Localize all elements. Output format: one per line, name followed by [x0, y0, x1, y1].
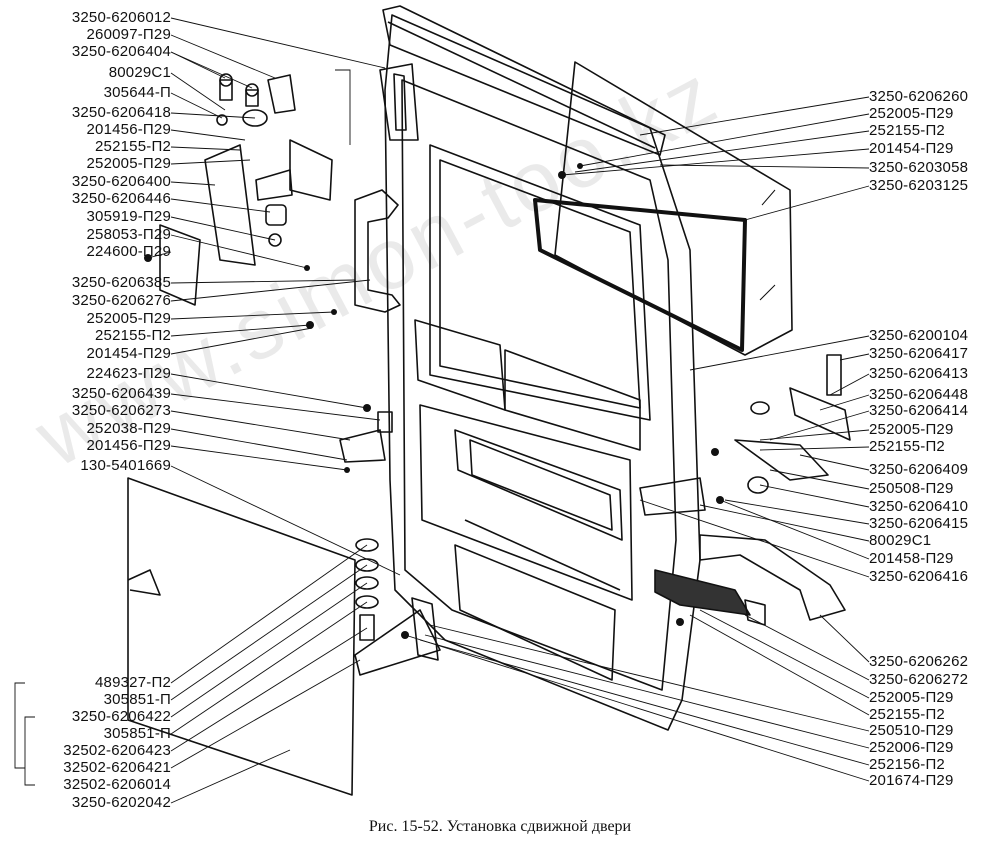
right-part-label: 252006-П29	[869, 739, 954, 756]
window-opening	[429, 144, 651, 421]
door-handle	[354, 189, 401, 313]
left-part-label: 32502-6206014	[63, 776, 171, 793]
left-part-label: 258053-П29	[86, 226, 171, 243]
left-part-label: 3250-6206273	[71, 402, 171, 419]
right-part-label: 3250-6206416	[869, 568, 969, 585]
left-part-label: 305851-П	[103, 725, 171, 742]
right-part-label: 201454-П29	[869, 140, 954, 157]
left-part-label: 260097-П29	[86, 26, 171, 43]
right-part-label: 3250-6206448	[869, 386, 969, 403]
left-part-label: 489327-П2	[95, 674, 171, 691]
inner-recess-middle	[419, 404, 633, 601]
right-part-label: 252005-П29	[869, 421, 954, 438]
right-part-label: 252005-П29	[869, 105, 954, 122]
left-part-label: 130-5401669	[80, 457, 171, 474]
lower-rail	[699, 534, 846, 621]
right-part-label: 250510-П29	[869, 722, 954, 739]
left-part-label: 32502-6206423	[63, 742, 171, 759]
right-part-label: 3250-6206260	[869, 88, 969, 105]
left-part-label: 3250-6206385	[71, 274, 171, 291]
left-part-label: 3250-6206276	[71, 292, 171, 309]
inner-recess-lower	[454, 544, 616, 681]
left-part-label: 224600-П29	[86, 243, 171, 260]
left-part-label: 224623-П29	[86, 365, 171, 382]
right-part-label: 252155-П2	[869, 706, 945, 723]
right-part-label: 3250-6206272	[869, 671, 969, 688]
left-part-label: 252005-П29	[86, 155, 171, 172]
left-part-label: 3250-6202042	[71, 794, 171, 811]
left-part-label: 3250-6206418	[71, 104, 171, 121]
right-part-label: 80029С1	[869, 532, 932, 549]
left-part-label: 252155-П2	[95, 138, 171, 155]
left-part-label: 252038-П29	[86, 420, 171, 437]
window-glass	[554, 61, 793, 356]
left-part-label: 3250-6206422	[71, 708, 171, 725]
right-part-label: 201674-П29	[869, 772, 954, 789]
right-hinge-arm	[789, 387, 851, 441]
left-part-label: 3250-6206439	[71, 385, 171, 402]
top-rail	[382, 5, 666, 156]
hinge-bracket	[379, 63, 419, 141]
right-part-label: 3250-6206413	[869, 365, 969, 382]
right-part-label: 3250-6206417	[869, 345, 969, 362]
rubber-strip	[654, 569, 751, 616]
right-part-label: 3250-6203125	[869, 177, 969, 194]
right-part-label: 201458-П29	[869, 550, 954, 567]
right-part-label: 252005-П29	[869, 689, 954, 706]
door-panel	[384, 14, 701, 731]
right-part-label: 252155-П2	[869, 122, 945, 139]
left-part-label: 3250-6206400	[71, 173, 171, 190]
right-part-label: 3250-6206415	[869, 515, 969, 532]
left-part-label: 305851-П	[103, 691, 171, 708]
right-part-label: 3250-6200104	[869, 327, 969, 344]
left-part-label: 32502-6206421	[63, 759, 171, 776]
figure-caption: Рис. 15-52. Установка сдвижной двери	[368, 818, 632, 835]
right-part-label: 3250-6206410	[869, 498, 969, 515]
left-part-label: 201456-П29	[86, 121, 171, 138]
left-part-label: 201456-П29	[86, 437, 171, 454]
left-part-label: 252155-П2	[95, 327, 171, 344]
left-part-label: 3250-6206012	[71, 9, 171, 26]
left-part-label: 3250-6206404	[71, 43, 171, 60]
left-part-label: 305919-П29	[86, 208, 171, 225]
left-part-label: 80029С1	[108, 64, 171, 81]
right-part-label: 252155-П2	[869, 438, 945, 455]
right-part-label: 250508-П29	[869, 480, 954, 497]
left-part-label: 252005-П29	[86, 310, 171, 327]
right-part-label: 3250-6203058	[869, 159, 969, 176]
right-part-label: 3250-6206414	[869, 402, 969, 419]
upper-hinge-plate	[289, 139, 333, 201]
trim-panel	[127, 477, 356, 796]
right-part-label: 3250-6206262	[869, 653, 969, 670]
left-part-label: 3250-6206446	[71, 190, 171, 207]
right-part-label: 252156-П2	[869, 756, 945, 773]
inner-recess-upper	[414, 319, 506, 411]
right-part-label: 3250-6206409	[869, 461, 969, 478]
left-part-label: 201454-П29	[86, 345, 171, 362]
left-part-label: 305644-П	[103, 84, 171, 101]
lower-hinge	[354, 609, 441, 676]
